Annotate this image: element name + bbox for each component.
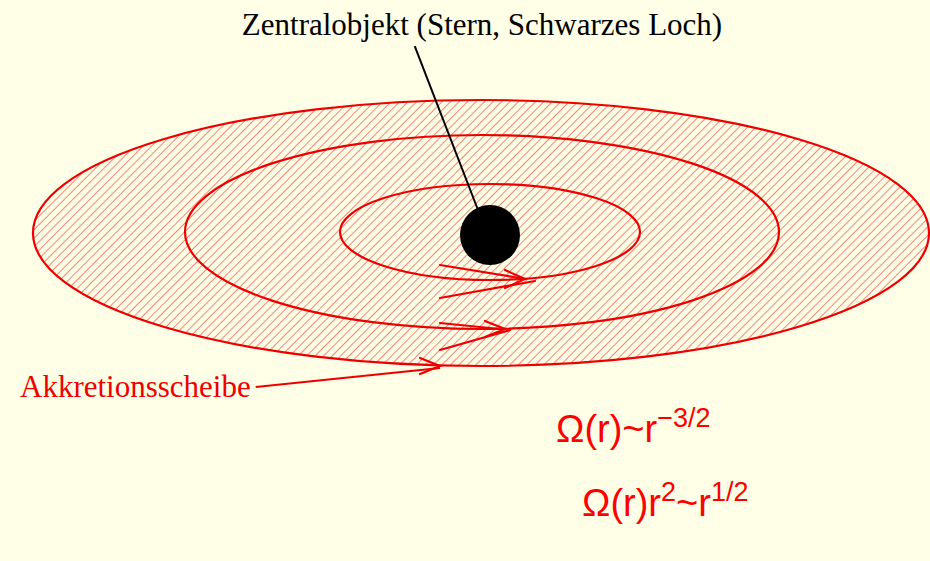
flow-line bbox=[440, 281, 535, 298]
exponent: −3/2 bbox=[657, 403, 710, 433]
leader-line bbox=[256, 368, 440, 387]
formula-term: ~r bbox=[676, 482, 711, 524]
exponent: 1/2 bbox=[711, 477, 749, 507]
callout-label: Zentralobjekt (Stern, Schwarzes Loch) bbox=[242, 8, 722, 42]
flow-line bbox=[440, 330, 510, 350]
formula: Ω(r)r2~r1/2 bbox=[582, 476, 748, 526]
disk-label: Akkretionsscheibe bbox=[20, 370, 251, 404]
central-object bbox=[460, 205, 520, 265]
leader-line bbox=[415, 46, 478, 210]
formula: Ω(r)~r−3/2 bbox=[556, 402, 711, 452]
flow-arrows bbox=[420, 265, 535, 374]
formula-term: Ω(r)~r bbox=[556, 408, 657, 450]
arrow-head bbox=[420, 358, 440, 374]
middle-orbit-ellipse bbox=[185, 135, 779, 329]
formula-term: Ω(r)r bbox=[582, 482, 661, 524]
inner-orbit-ellipse bbox=[340, 184, 640, 280]
exponent: 2 bbox=[661, 477, 676, 507]
outer-disk-ellipse bbox=[33, 100, 929, 366]
